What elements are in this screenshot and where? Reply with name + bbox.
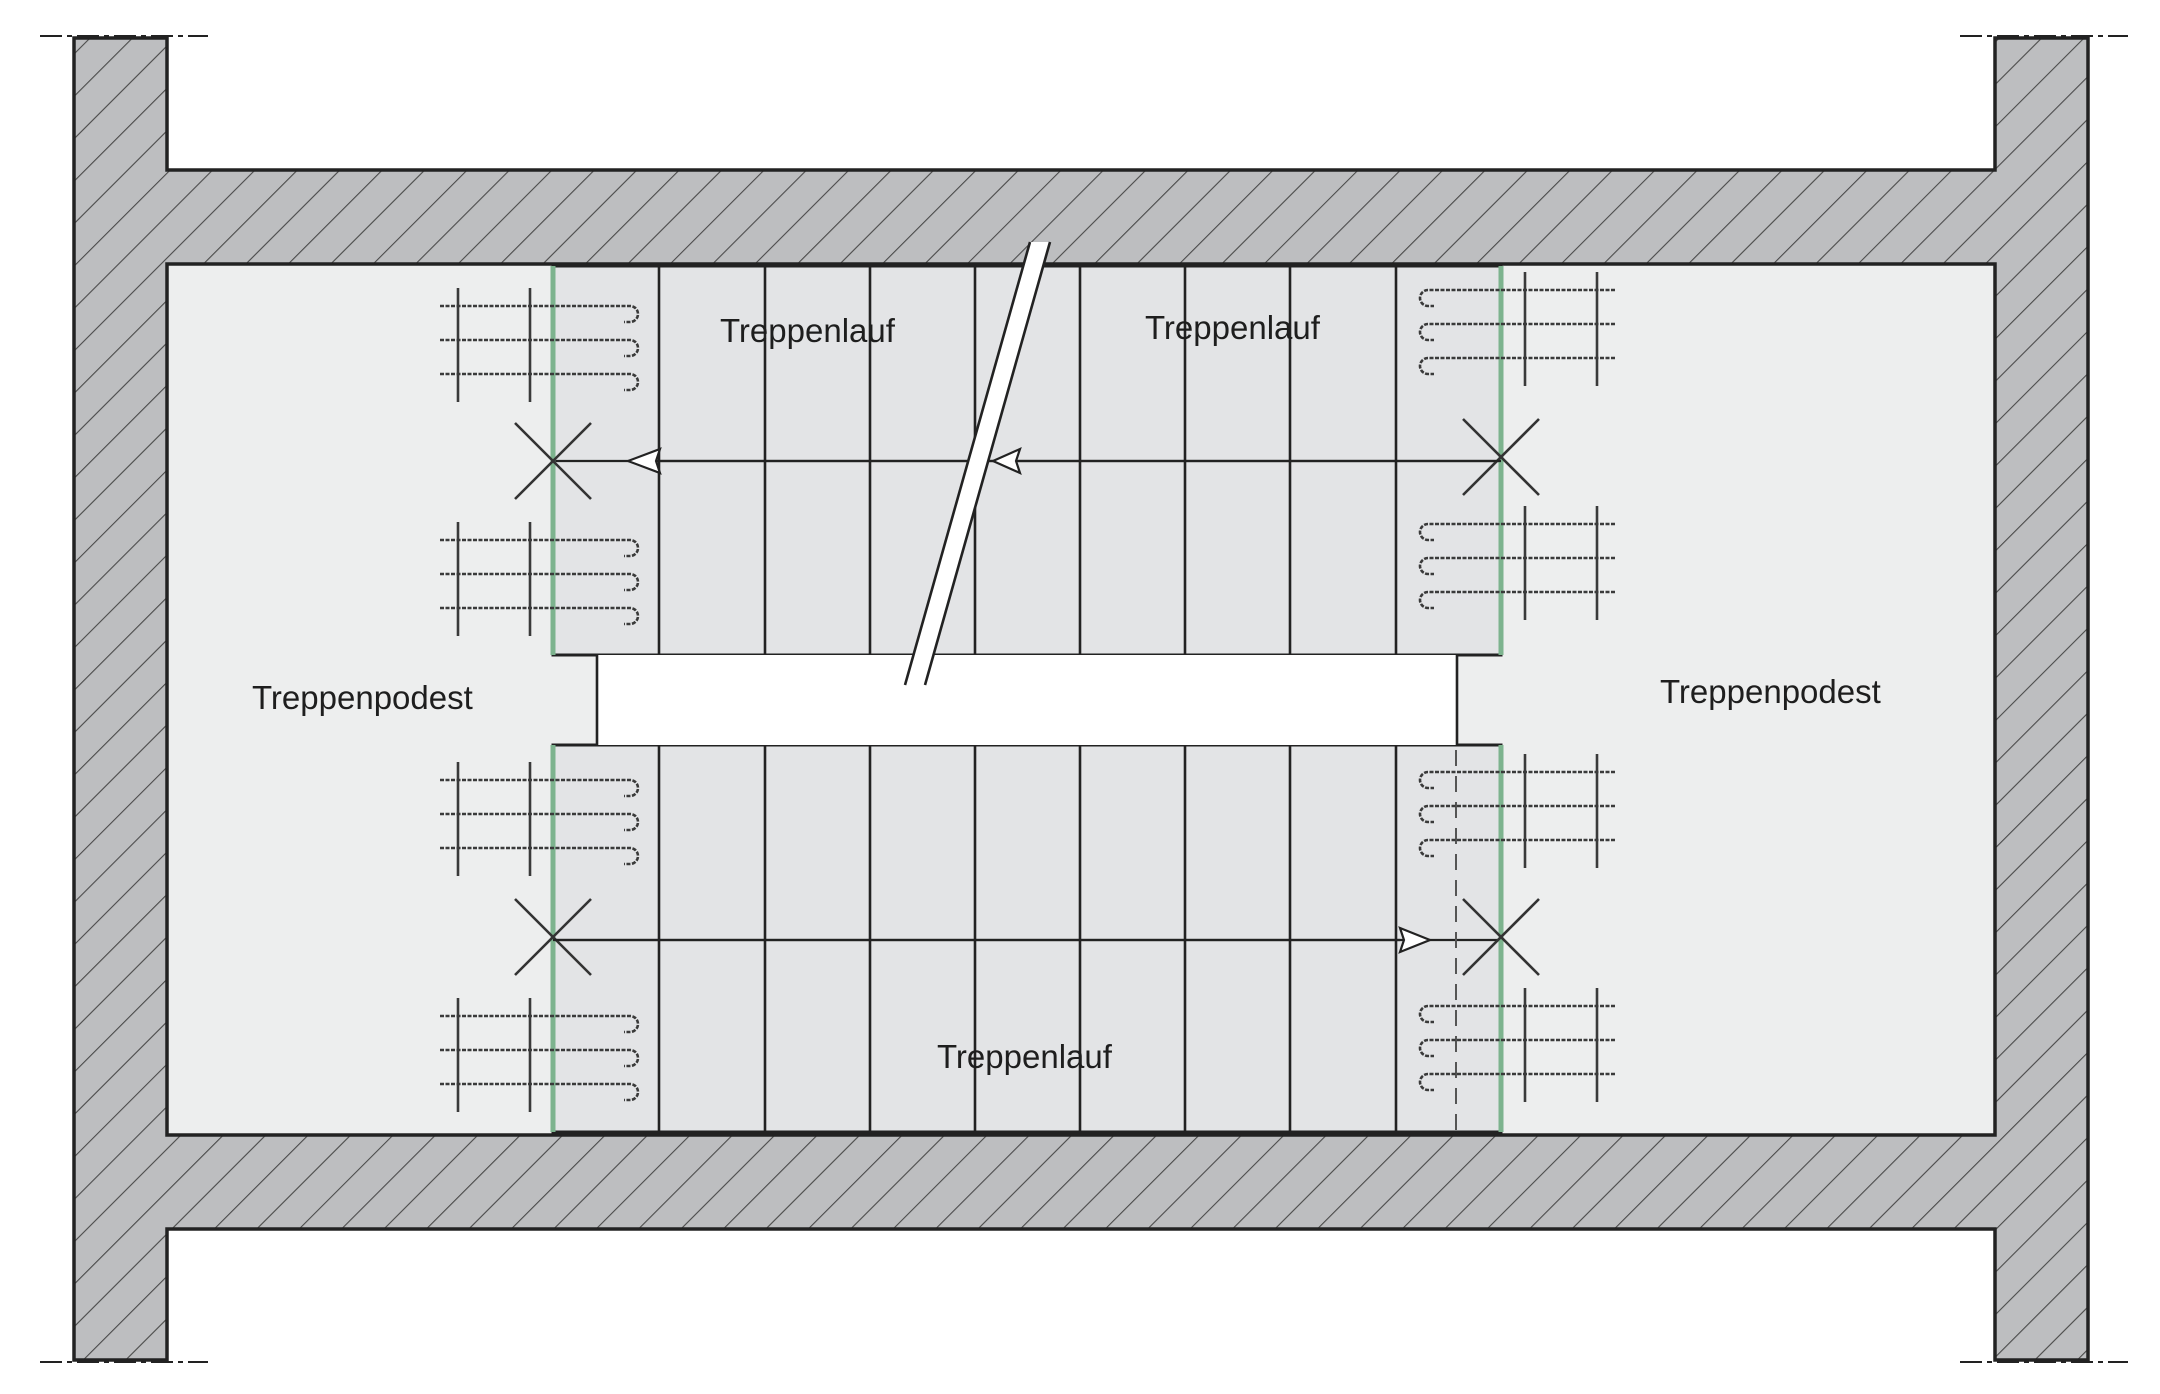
flight-label-upper-right: Treppenlauf <box>1145 309 1321 346</box>
reinforcement-bar-icon <box>440 522 640 636</box>
reinforcement-bar-icon <box>1418 754 1615 868</box>
reinforcement-bar-icon <box>1418 272 1615 386</box>
walking-direction-arrow-icon <box>553 926 1433 954</box>
bearing-cross-icon <box>514 422 592 500</box>
reinforcement-bar-icon <box>440 998 640 1112</box>
reinforcement-bar-icon <box>440 272 1615 1112</box>
landing-label-left: Treppenpodest <box>252 679 473 716</box>
axis-marks <box>40 35 2128 1363</box>
walking-direction-arrow-icon <box>624 446 1501 476</box>
lower-stair-flight <box>551 743 1503 1134</box>
bearing-cross-icon <box>514 898 592 976</box>
flight-label-lower: Treppenlauf <box>937 1038 1113 1075</box>
bearing-cross-icon <box>514 418 1540 976</box>
bearing-cross-icon <box>1462 418 1540 496</box>
stair-eye <box>595 655 1459 745</box>
break-line-icon <box>903 241 1052 686</box>
reinforcement-bar-icon <box>440 288 640 402</box>
reinforcement-bar-icon <box>1418 506 1615 620</box>
bearing-cross-icon <box>1462 898 1540 976</box>
flight-label-upper-left: Treppenlauf <box>720 312 896 349</box>
reinforcement-bar-icon <box>1418 988 1615 1102</box>
landing-label-right: Treppenpodest <box>1660 673 1881 710</box>
reinforcement-bar-icon <box>440 762 640 876</box>
